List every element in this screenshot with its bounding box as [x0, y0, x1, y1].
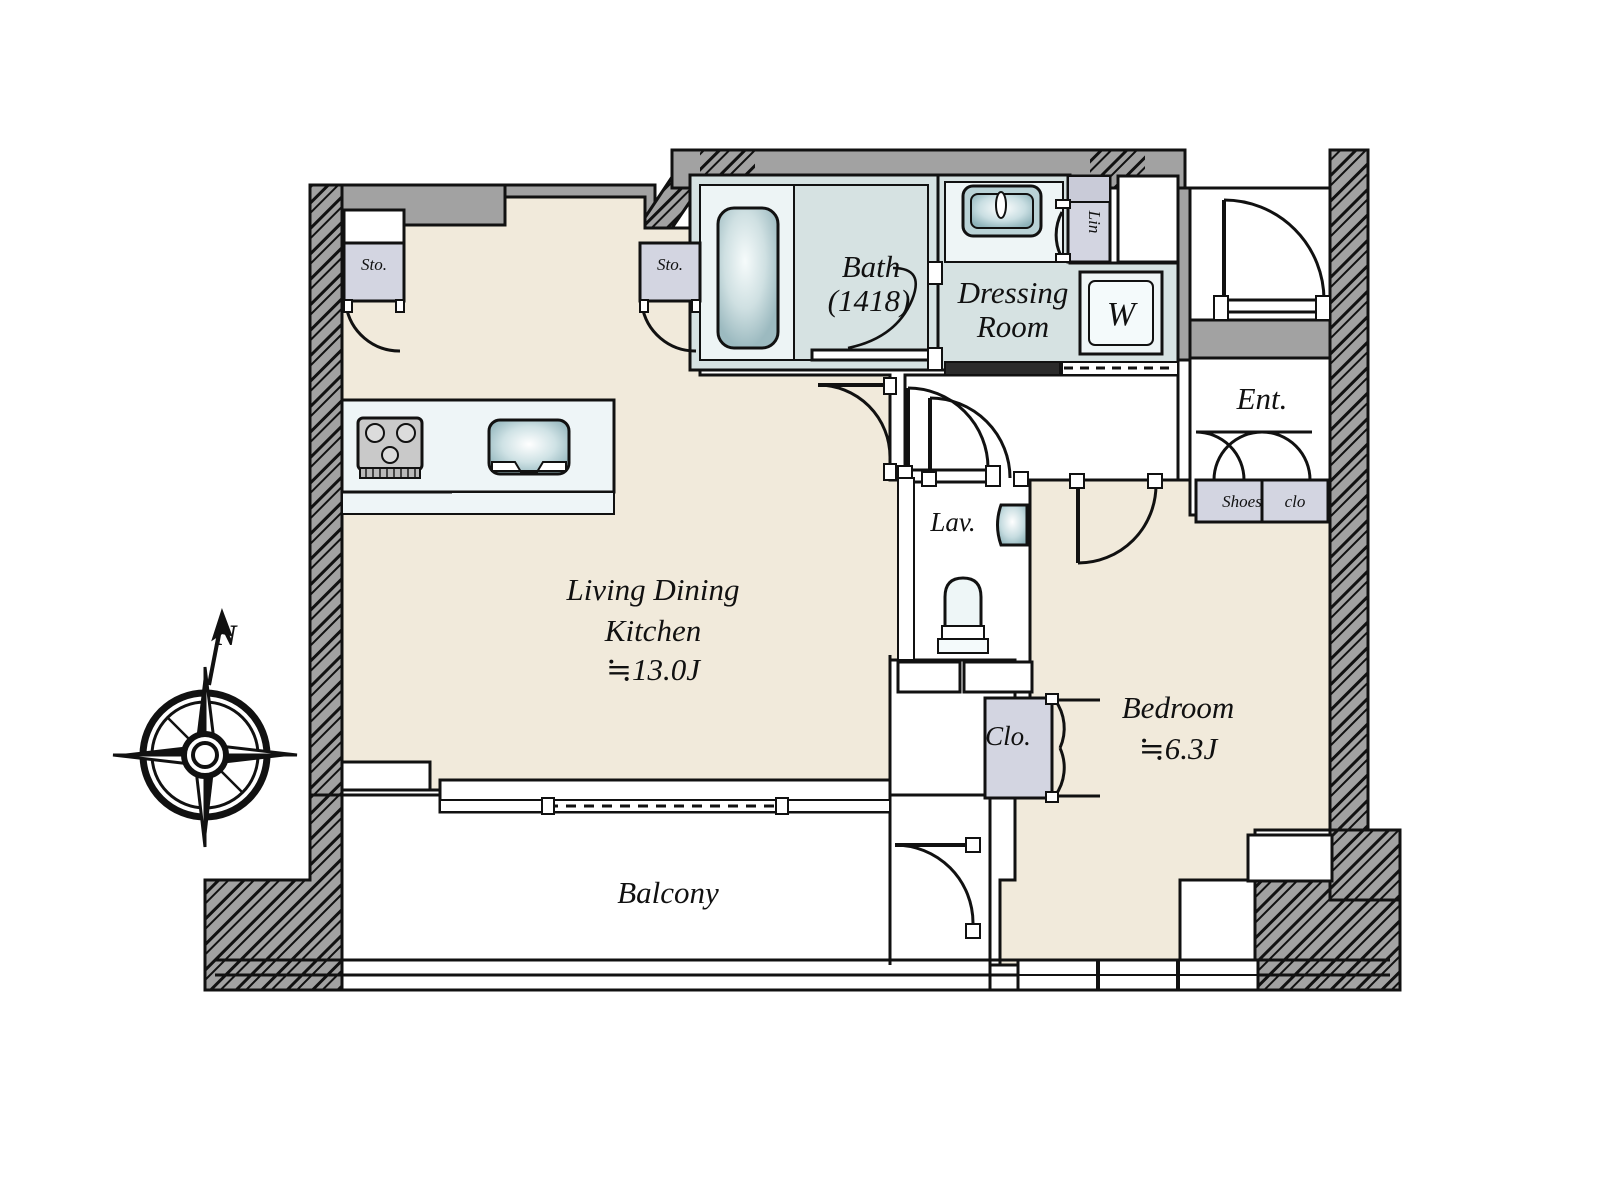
shoes-closet-label-1: Shoes [1222, 492, 1262, 511]
bedroom-right-window[interactable] [1246, 833, 1334, 883]
room-label-bedroom-area: ≒6.3J [1139, 731, 1219, 766]
bath-sliding-door[interactable] [810, 245, 943, 371]
room-label-dressing-line2: Room [976, 309, 1049, 344]
room-label-bath-line1: Bath [842, 249, 901, 284]
linen-closet-label: Lin [1085, 210, 1104, 234]
bedroom-window[interactable] [1016, 958, 1260, 992]
linen-closet[interactable]: Lin [1054, 174, 1112, 264]
bedroom-door[interactable] [1069, 473, 1163, 565]
compass-rose-icon [112, 607, 298, 848]
doors [810, 198, 1331, 939]
room-label-ldk-line1: Living Dining [565, 572, 739, 607]
hall-balcony-door[interactable] [894, 837, 981, 939]
entrance-door[interactable] [1213, 198, 1331, 321]
ldk-door[interactable] [817, 377, 897, 481]
compass-north-label: N [214, 619, 238, 652]
room-label-lav: Lav. [929, 507, 975, 537]
toilet-icon [937, 576, 989, 654]
room-label-ldk-line2: Kitchen [604, 613, 701, 648]
storage-right[interactable]: Sto. [638, 241, 702, 353]
bedroom-closet[interactable]: Clo. [983, 693, 1100, 803]
room-label-bath-line2: (1418) [828, 283, 911, 318]
bedroom-closet-label: Clo. [985, 721, 1031, 751]
dressing-sliding-door[interactable] [944, 361, 1179, 376]
room-label-balcony: Balcony [617, 875, 719, 910]
bath-leader-line [847, 266, 917, 350]
shoes-closet-label-2: clo [1285, 492, 1306, 511]
bathtub-icon [716, 206, 780, 350]
entry-upper-panel [1116, 174, 1180, 264]
gas-cooktop-icon [356, 416, 424, 479]
ldk-balcony-window[interactable] [438, 778, 892, 815]
room-entrance-floor [1188, 356, 1332, 517]
service-boxes [896, 477, 1034, 694]
room-label-bedroom: Bedroom [1122, 690, 1235, 725]
storage-left[interactable]: Sto. [342, 208, 406, 353]
storage-right-label: Sto. [657, 255, 683, 274]
washing-machine: W [1078, 270, 1164, 356]
vanity-basin-icon [961, 184, 1043, 238]
kitchen-counter [340, 398, 616, 515]
washer-label: W [1107, 296, 1138, 333]
room-label-dressing-line1: Dressing [957, 275, 1069, 310]
room-label-ldk-area: ≒13.0J [606, 652, 701, 687]
shoes-closet[interactable]: Shoes clo [1194, 430, 1330, 524]
room-label-entrance: Ent. [1236, 381, 1288, 416]
hand-basin-icon [996, 503, 1029, 547]
lav-door[interactable] [921, 395, 1029, 487]
kitchen-sink-icon [487, 418, 571, 476]
storage-left-label: Sto. [361, 255, 387, 274]
ldk-left-window[interactable] [340, 760, 432, 792]
